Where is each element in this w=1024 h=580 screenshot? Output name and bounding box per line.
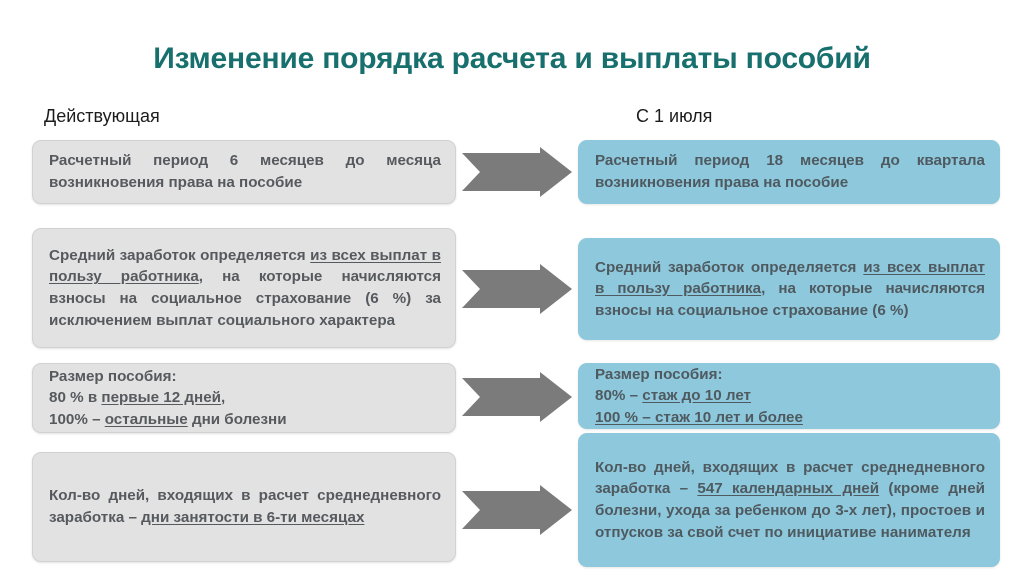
right-arrow-icon bbox=[462, 485, 572, 535]
rule-text: Средний заработок определяется из всех в… bbox=[49, 246, 441, 329]
current-rule-box-4: Кол-во дней, входящих в расчет среднедне… bbox=[32, 452, 456, 562]
column-header-current: Действующая bbox=[44, 106, 160, 126]
new-rule-box-2: Средний заработок определяется из всех в… bbox=[578, 238, 1000, 340]
rule-text: Кол-во дней, входящих в расчет среднедне… bbox=[49, 487, 441, 526]
right-arrow-icon bbox=[462, 372, 572, 422]
current-rule-box-2: Средний заработок определяется из всех в… bbox=[32, 228, 456, 348]
rule-text: Размер пособия:80 % в первые 12 дней,100… bbox=[49, 367, 287, 428]
rule-text: Средний заработок определяется из всех в… bbox=[595, 258, 986, 319]
page-title: Изменение порядка расчета и выплаты посо… bbox=[153, 42, 871, 75]
right-arrow-icon bbox=[462, 264, 572, 314]
new-rule-box-4: Кол-во дней, входящих в расчет среднедне… bbox=[578, 433, 1000, 567]
current-rule-box-1: Расчетный период 6 месяцев до месяца воз… bbox=[32, 140, 456, 204]
current-rule-box-3: Размер пособия:80 % в первые 12 дней,100… bbox=[32, 363, 456, 433]
rule-text: Расчетный период 18 месяцев до квартала … bbox=[595, 152, 985, 191]
rule-text: Расчетный период 6 месяцев до месяца воз… bbox=[49, 152, 441, 191]
new-rule-box-1: Расчетный период 18 месяцев до квартала … bbox=[578, 140, 1000, 204]
rule-text: Кол-во дней, входящих в расчет среднедне… bbox=[595, 458, 986, 541]
column-header-new: С 1 июля bbox=[636, 106, 713, 126]
right-arrow-icon bbox=[462, 147, 572, 197]
